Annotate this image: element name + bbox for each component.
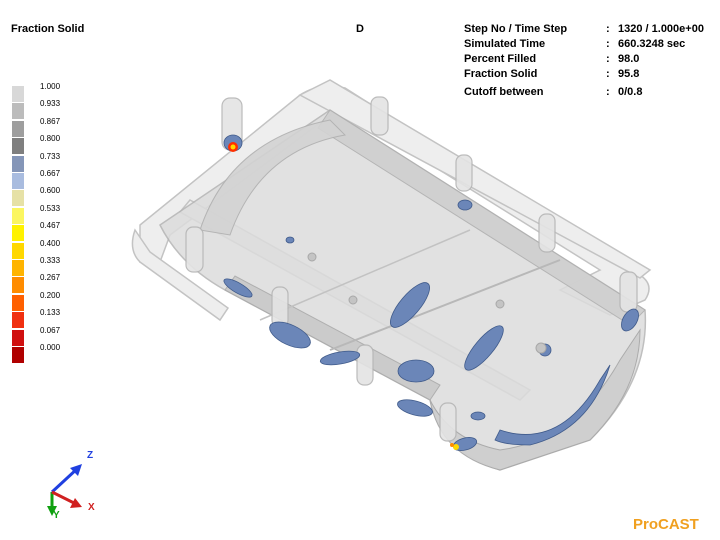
legend-entry: 0.867 <box>12 116 92 137</box>
info-value: 1320 / 1.000e+00 <box>618 23 704 35</box>
risers <box>185 96 638 442</box>
z-axis-label: Z <box>87 450 94 461</box>
legend-label: 0.000 <box>40 343 61 352</box>
legend-label: 0.600 <box>40 186 61 196</box>
legend-entry: 0.667 <box>12 169 92 189</box>
legend-label: 0.467 <box>40 221 61 231</box>
y-axis-label: Y <box>53 510 60 521</box>
legend-label: 0.933 <box>40 99 61 109</box>
casting-body <box>159 109 647 471</box>
legend-swatch <box>12 329 24 346</box>
info-value: 660.3248 sec <box>618 38 686 50</box>
y-axis-arrow <box>47 506 57 516</box>
holes <box>307 252 547 354</box>
legend-swatch <box>12 260 24 276</box>
hot-spots <box>228 142 459 450</box>
info-label: Simulated Time <box>464 38 546 50</box>
legend-swatch <box>12 103 24 120</box>
view-label: D <box>356 23 364 35</box>
legend-swatch <box>12 347 24 363</box>
legend-swatch <box>12 86 24 102</box>
legend-swatch <box>12 225 24 242</box>
legend-swatch <box>12 173 24 189</box>
legend-swatch <box>12 190 24 207</box>
legend-entry: 0.133 <box>12 308 92 329</box>
info-label: Cutoff between <box>464 86 544 98</box>
info-value: 0/0.8 <box>618 86 643 98</box>
procast-logo: ProCAST <box>633 516 699 533</box>
legend-label: 0.667 <box>40 169 61 178</box>
legend-label: 0.333 <box>40 256 61 265</box>
info-label: Percent Filled <box>464 53 537 65</box>
legend-entry: 0.933 <box>12 99 92 120</box>
legend-label: 0.267 <box>40 273 61 283</box>
legend-label: 0.133 <box>40 308 61 318</box>
legend-label: 0.200 <box>40 290 61 300</box>
legend-label: 1.000 <box>40 82 61 91</box>
legend-entry: 0.000 <box>12 343 92 363</box>
legend-label: 0.533 <box>40 203 61 213</box>
legend-entry: 0.533 <box>12 203 92 224</box>
legend-entry: 0.600 <box>12 186 92 207</box>
z-axis-arrow <box>70 464 82 476</box>
info-value: 95.8 <box>618 68 640 80</box>
legend-entry: 0.067 <box>12 325 92 346</box>
legend-entry: 0.400 <box>12 238 92 259</box>
legend-entry: 1.000 <box>12 82 92 102</box>
legend-label: 0.867 <box>40 116 61 126</box>
legend-swatch <box>12 242 24 259</box>
legend-swatch <box>12 294 24 311</box>
x-axis-label: X <box>88 502 95 513</box>
z-axis-line <box>50 466 80 494</box>
color-legend: 1.000 0.933 0.867 0.800 0.733 0.667 0.600 0.533… <box>12 82 92 364</box>
legend-label: 0.800 <box>40 134 61 144</box>
axis-triad <box>47 464 82 516</box>
legend-entry: 0.800 <box>12 134 92 155</box>
legend-entry: 0.733 <box>12 151 92 172</box>
info-value: 98.0 <box>618 53 640 65</box>
legend-swatch <box>12 277 24 294</box>
info-label: Step No / Time Step <box>464 23 568 35</box>
info-label: Fraction Solid <box>464 68 538 80</box>
x-axis-arrow <box>70 498 82 508</box>
legend-entry: 0.467 <box>12 221 92 242</box>
legend-label: 0.400 <box>40 238 61 248</box>
solid-fraction-regions <box>223 134 639 451</box>
legend-label: 0.067 <box>40 325 61 335</box>
legend-entry: 0.200 <box>12 290 92 311</box>
legend-swatch <box>12 155 24 172</box>
legend-swatch <box>12 312 24 329</box>
legend-swatch <box>12 120 24 137</box>
legend-label: 0.733 <box>40 151 61 161</box>
legend-swatch <box>12 138 24 155</box>
legend-entry: 0.267 <box>12 273 92 294</box>
x-axis-line <box>51 490 77 506</box>
legend-swatch <box>12 207 24 224</box>
legend-entry: 0.333 <box>12 256 92 276</box>
result-title: Fraction Solid <box>11 23 85 35</box>
